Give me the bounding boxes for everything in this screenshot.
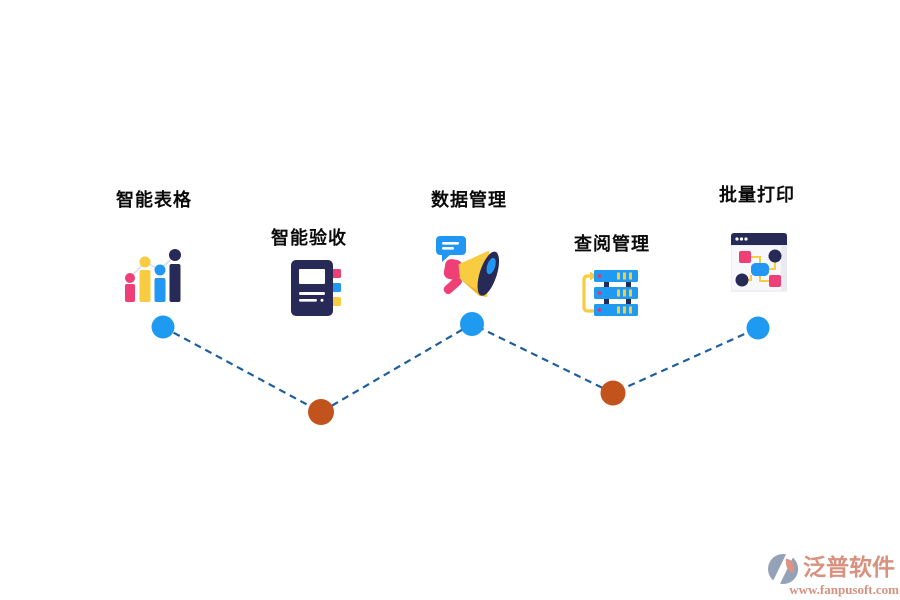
megaphone-icon — [436, 236, 500, 297]
feature-label: 数据管理 — [431, 190, 507, 210]
server-stack-icon — [582, 270, 638, 316]
feature-label: 批量打印 — [719, 185, 795, 205]
fanpu-logo-icon — [768, 553, 799, 585]
bar-chart-icon — [125, 249, 181, 302]
feature-label: 智能验收 — [271, 228, 347, 248]
timeline-node-valley — [600, 380, 626, 406]
brand-url: www.fanpusoft.com — [789, 582, 899, 597]
brand-watermark: 泛普软件 www.fanpusoft.com — [767, 553, 899, 598]
flowchart-window-icon — [731, 233, 787, 292]
notebook-icon — [291, 260, 341, 316]
timeline-node-peak — [460, 312, 484, 336]
feature-label: 智能表格 — [116, 190, 192, 210]
timeline-node-peak — [151, 315, 175, 339]
feature-label: 查阅管理 — [574, 234, 650, 254]
brand-name: 泛普软件 — [803, 555, 895, 580]
timeline-dashed-line — [162, 322, 759, 414]
timeline-node-peak — [746, 316, 770, 340]
timeline-node-valley — [308, 399, 334, 425]
